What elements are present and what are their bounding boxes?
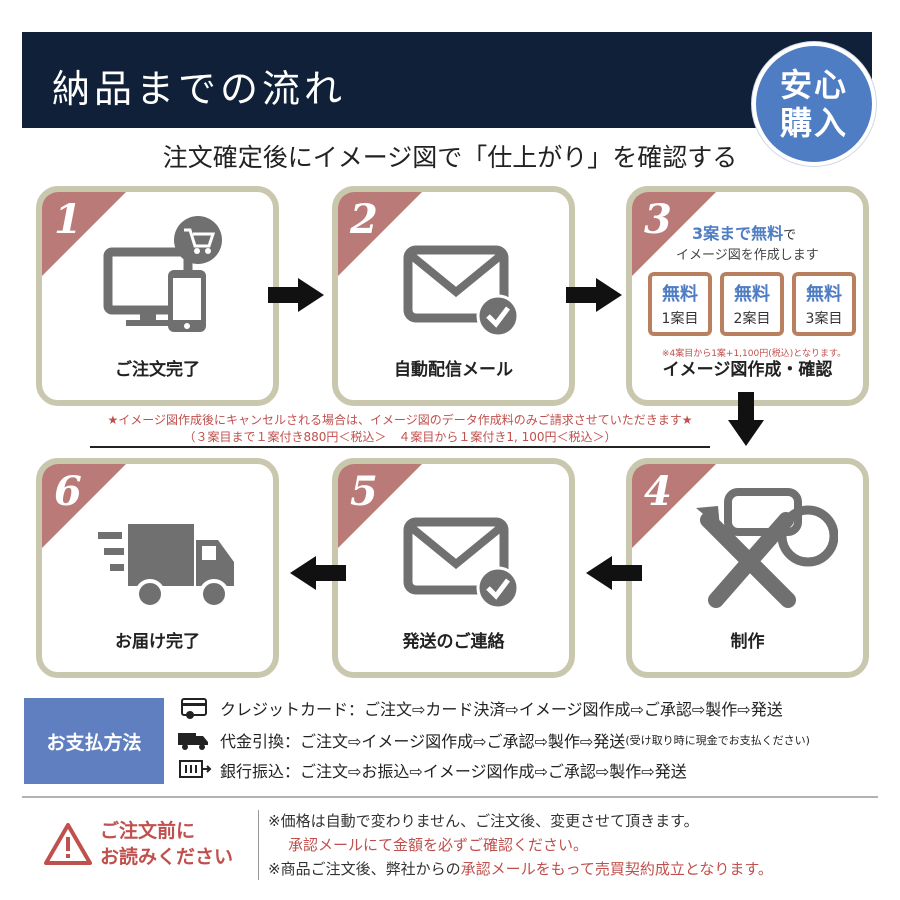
step-card-1: 1 ご注文完了 (36, 186, 279, 406)
mail-check-icon (403, 245, 520, 338)
free-box-3: 無料 3案目 (792, 272, 856, 336)
divider (90, 446, 710, 448)
free-subtitle: イメージ図を作成します (676, 248, 819, 263)
divider (22, 796, 878, 798)
page-title: 納品までの流れ (52, 67, 347, 111)
step-card-2: 2 自動配信メール (332, 186, 575, 406)
subtitle: 注文確定後にイメージ図で「仕上がり」を確認する (162, 143, 738, 172)
arrow-left-icon (586, 556, 642, 590)
free-box-1: 無料 1案目 (648, 272, 712, 336)
payment-credit-text: クレジットカード：ご注文⇨カード決済⇨イメージ図作成⇨ご承認⇨製作⇨発送 (220, 700, 783, 719)
step-corner (632, 464, 716, 548)
payment-row-cod: 代金引換：ご注文⇨イメージ図作成⇨ご承認⇨製作⇨発送 (受け取り時に現金でお支払… (176, 726, 810, 754)
step-card-4: 4 制作 (626, 458, 869, 678)
bank-transfer-icon (179, 760, 212, 778)
step-card-5: 5 発送のご連絡 (332, 458, 575, 678)
step-caption: ご注文完了 (115, 360, 200, 380)
step-caption: お届け完了 (115, 632, 200, 652)
free-box-2: 無料 2案目 (720, 272, 784, 336)
warning-icon (44, 823, 92, 865)
payment-cod-extra: (受け取り時に現金でお支払ください) (625, 734, 810, 747)
cancel-fee-notice: （３案目まで１案付き880円＜税込＞ ４案目から１案付き1, 100円＜税込＞） (183, 430, 617, 444)
payment-bank-text: 銀行振込：ご注文⇨お振込⇨イメージ図作成⇨ご承認⇨製作⇨発送 (220, 762, 687, 781)
warning-title: ご注文前に お読みください (100, 820, 234, 868)
step-caption: 自動配信メール (394, 360, 513, 380)
step-number: 5 (350, 468, 378, 515)
step-number: 6 (54, 468, 82, 515)
step-caption: 制作 (730, 632, 765, 652)
step-card-6: 6 お届け完了 (36, 458, 279, 678)
step-card-3: 3 3案まで無料で イメージ図を作成します 無料 1案目 無料 2案目 無料 3… (626, 186, 869, 406)
arrow-right-icon (268, 278, 324, 312)
step-number: 2 (350, 196, 378, 243)
computer-phone-cart-icon (103, 216, 222, 332)
payment-row-credit: クレジットカード：ご注文⇨カード決済⇨イメージ図作成⇨ご承認⇨製作⇨発送 (176, 694, 783, 722)
confirm-note: 承認メールにて金額を必ずご確認ください。 (288, 836, 589, 854)
payment-cod-text: 代金引換：ご注文⇨イメージ図作成⇨ご承認⇨製作⇨発送 (220, 732, 626, 751)
badge-line2: 購入 (779, 104, 848, 142)
contract-note: ※商品ご注文後、弊社からの承認メールをもって売買契約成立となります。 (268, 860, 773, 878)
mail-check-icon (403, 517, 520, 610)
arrow-right-icon (566, 278, 622, 312)
header-bar (22, 32, 872, 128)
safe-purchase-badge: 安心 購入 (752, 42, 876, 166)
payment-label: お支払方法 (46, 731, 142, 754)
divider (258, 810, 259, 880)
payment-row-bank: 銀行振込：ご注文⇨お振込⇨イメージ図作成⇨ご承認⇨製作⇨発送 (176, 756, 687, 784)
tools-icon (696, 488, 838, 608)
arrow-left-icon (290, 556, 346, 590)
price-note: ※価格は自動で変わりません、ご注文後、変更させて頂きます。 (268, 812, 699, 830)
step-caption: 発送のご連絡 (402, 632, 505, 652)
step-number: 1 (54, 196, 82, 243)
cod-truck-icon (178, 733, 208, 750)
step-number: 4 (644, 468, 672, 515)
truck-icon (98, 524, 234, 609)
credit-card-icon (181, 698, 207, 719)
arrow-down-icon (728, 392, 764, 446)
step-caption: イメージ図作成・確認 (662, 360, 833, 380)
free-note: ※4案目から1案+1,100円(税込)となります。 (661, 349, 847, 359)
payment-label-box: お支払方法 (24, 698, 164, 784)
free-title: 3案まで無料で (692, 224, 797, 243)
step-number: 3 (644, 196, 672, 243)
step-corner (632, 192, 716, 276)
badge-line1: 安心 (779, 66, 848, 104)
cancel-notice: ★イメージ図作成後にキャンセルされる場合は、イメージ図のデータ作成料のみご請求さ… (107, 413, 693, 427)
